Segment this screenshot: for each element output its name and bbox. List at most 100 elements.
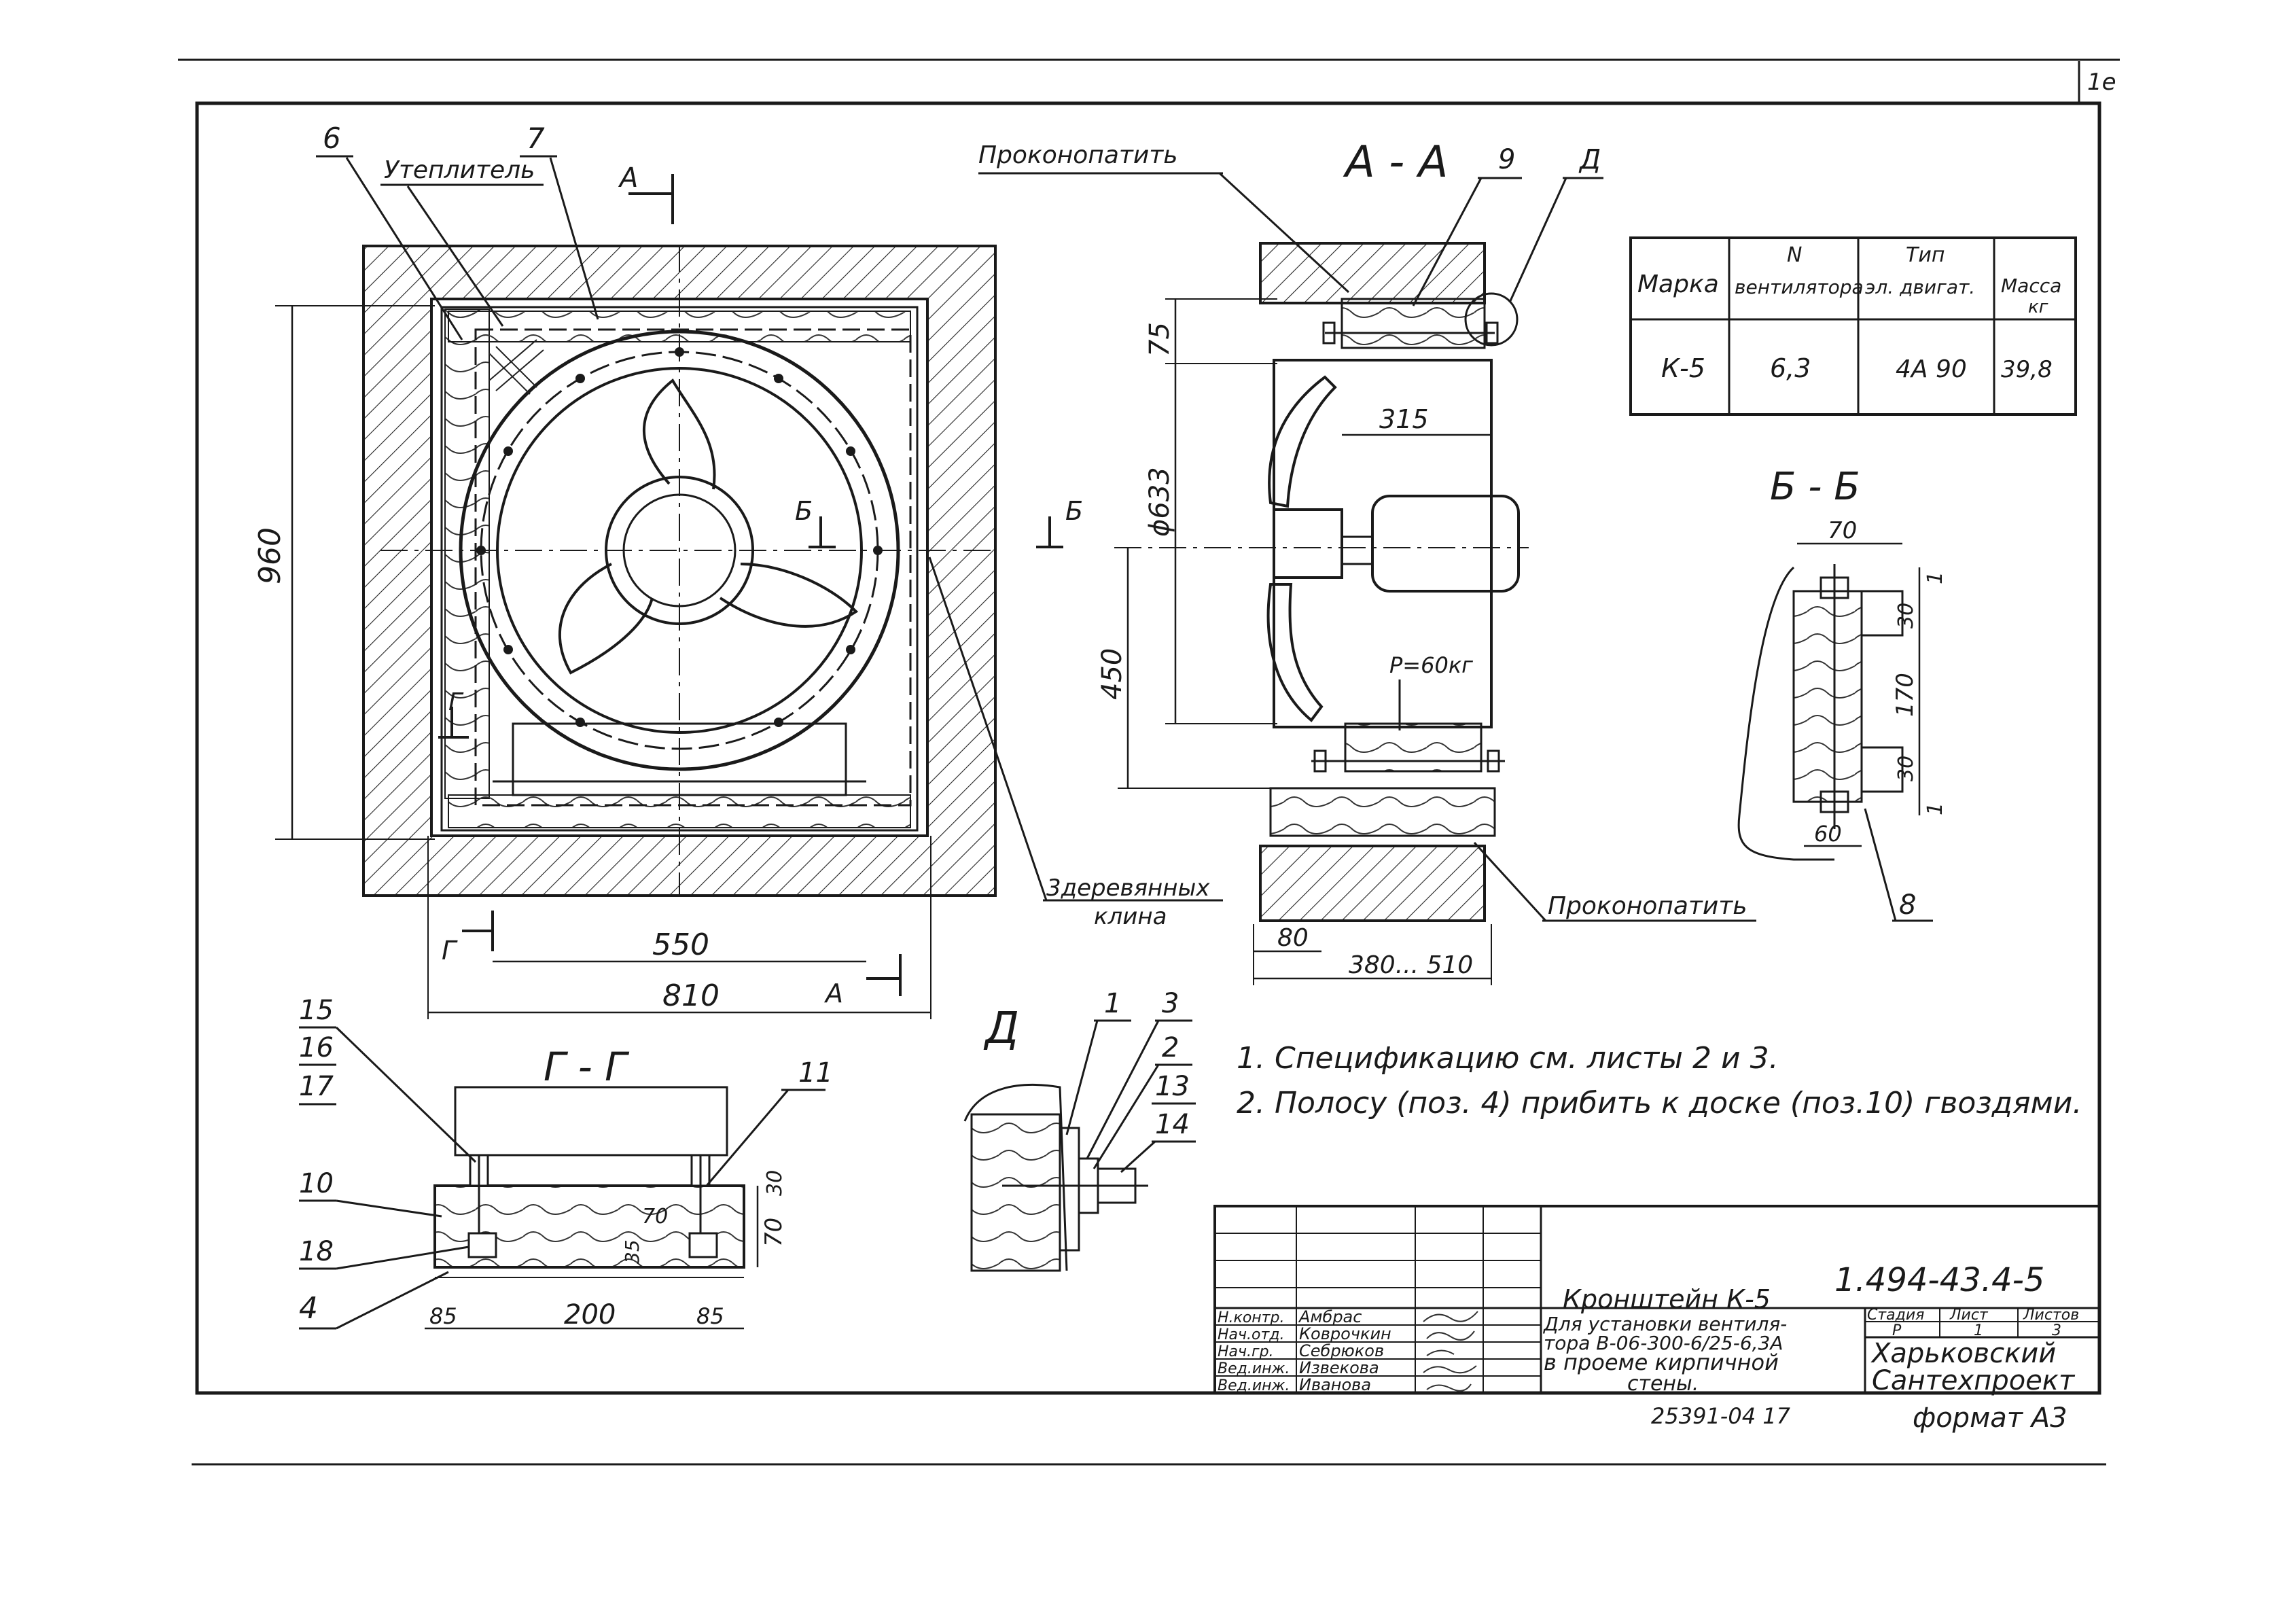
signatures [1423, 1311, 1478, 1392]
notes: 1. Спецификацию см. листы 2 и 3. 2. Поло… [1237, 1041, 2082, 1120]
section-aa-title: А - А [1343, 137, 1448, 188]
pos-6-label: 6 [323, 122, 341, 155]
wooden-wedges-label-1: 3деревянных [1046, 875, 1210, 902]
pos-7-label: 7 [527, 122, 545, 155]
cut-a-label: А [618, 162, 638, 194]
dim-gg-35: 35 [621, 1239, 643, 1264]
name-2: Коврочкин [1299, 1324, 1391, 1343]
dim-75: 75 [1144, 322, 1175, 357]
dim-bb-70: 70 [1828, 517, 1857, 544]
doc-code: 1.494-43.4-5 [1834, 1261, 2044, 1299]
table-header-mass: Масса [2001, 275, 2061, 297]
pos-15-label: 15 [299, 995, 334, 1026]
title-line-1: Кронштейн К-5 [1563, 1284, 1771, 1314]
dim-633: ϕ633 [1144, 467, 1175, 537]
node-d-label: Д [1578, 144, 1601, 175]
section-gg: Г - Г 30 70 70 35 85 200 85 15 16 17 10 … [299, 995, 833, 1330]
sheets-value: 3 [2052, 1322, 2061, 1339]
detail-d: Д 1 3 2 13 14 [963, 988, 1196, 1272]
title-line-5: стены. [1627, 1372, 1699, 1396]
insulation-label: Утеплитель [384, 156, 535, 184]
section-bb-title: Б - Б [1770, 465, 1860, 509]
dim-gg-85-right: 85 [696, 1303, 724, 1329]
caulk-top-label: Проконопатить [978, 141, 1177, 169]
dim-960: 960 [253, 527, 287, 584]
title-line-4: в проеме кирпичной [1544, 1349, 1779, 1375]
pos-18-label: 18 [299, 1236, 334, 1267]
table-cell-motor: 4А 90 [1896, 355, 1967, 383]
title-line-3: тора В-06-300-6/25-6,3А [1544, 1332, 1783, 1354]
dim-550: 550 [652, 928, 709, 962]
sheets-header: Листов [2023, 1307, 2079, 1324]
note-1: 1. Спецификацию см. листы 2 и 3. [1237, 1041, 1779, 1076]
detail-pos-13: 13 [1155, 1071, 1190, 1102]
dim-380-510: 380... 510 [1349, 951, 1473, 979]
sheet-value: 1 [1974, 1322, 1983, 1339]
load-label: P=60кг [1389, 652, 1473, 678]
spec-table: Марка N вентилятора Тип эл. двигат. Масс… [1629, 236, 2077, 416]
table-header-motor-type: Тип [1906, 243, 1945, 267]
role-2: Нач.отд. [1218, 1326, 1285, 1343]
dim-gg-70-side: 70 [760, 1218, 787, 1247]
sheet-format: формат А3 [1913, 1402, 2067, 1434]
dim-bb-1-bottom: 1 [1923, 802, 1947, 815]
dim-bb-170: 170 [1892, 673, 1919, 717]
dim-810: 810 [662, 978, 720, 1013]
pos-4-label: 4 [299, 1291, 318, 1326]
sheet-frame: 1е [178, 58, 2120, 1466]
dim-gg-30: 30 [763, 1170, 787, 1196]
org-line-1: Харьковский [1870, 1338, 2056, 1369]
dim-315: 315 [1379, 404, 1429, 434]
dim-bb-30-top: 30 [1894, 603, 1918, 629]
dim-gg-200: 200 [564, 1299, 616, 1330]
sheet-header: Лист [1949, 1307, 1989, 1324]
dim-bb-60: 60 [1814, 821, 1842, 847]
pos-11-label: 11 [798, 1057, 833, 1089]
title-block: 1.494-43.4-5 Н.контр. Нач.отд. Нач.гр. В… [1213, 1205, 2101, 1396]
cut-b-right-label: Б [1065, 496, 1083, 526]
role-1: Н.контр. [1218, 1309, 1284, 1326]
dim-bb-30-bottom: 30 [1894, 756, 1918, 781]
table-cell-mark: К-5 [1661, 353, 1705, 383]
wooden-wedges-label-2: клина [1094, 903, 1167, 930]
section-aa: А - А Проконопатить 9 Д [978, 137, 1756, 985]
section-bb: Б - Б 70 1 30 170 30 1 60 8 [1737, 465, 1947, 922]
pos-17-label: 17 [299, 1071, 334, 1102]
name-3: Себрюков [1299, 1341, 1384, 1360]
detail-d-title: Д [983, 1004, 1019, 1054]
stage-header: Стадия [1867, 1307, 1924, 1324]
section-gg-title: Г - Г [544, 1044, 630, 1090]
dim-gg-70-inner: 70 [642, 1205, 668, 1229]
front-view: А А Г Г Б Б 6 Утеплитель 7 3деревянных к… [253, 122, 1223, 1019]
dim-gg-85-left: 85 [429, 1303, 457, 1329]
pos-10-label: 10 [299, 1168, 334, 1199]
detail-pos-3: 3 [1162, 988, 1179, 1019]
detail-pos-2: 2 [1162, 1032, 1179, 1063]
role-5: Вед.инж. [1218, 1377, 1290, 1394]
detail-pos-14: 14 [1155, 1109, 1190, 1140]
pos-9-label: 9 [1498, 144, 1515, 175]
detail-pos-1: 1 [1104, 988, 1121, 1019]
table-cell-mass: 39,8 [2001, 356, 2053, 383]
role-3: Нач.гр. [1218, 1343, 1274, 1360]
note-2: 2. Полосу (поз. 4) прибить к доске (поз.… [1237, 1086, 2082, 1120]
cut-g-left-label: Г [448, 688, 464, 716]
table-header-mark: Марка [1637, 270, 1719, 298]
stage-value: Р [1892, 1322, 1902, 1339]
pos-8-label: 8 [1899, 889, 1916, 921]
pos-16-label: 16 [299, 1032, 334, 1063]
table-header-fan: вентилятора [1735, 276, 1864, 298]
cut-a-bottom-label: А [823, 978, 843, 1008]
footer-code: 25391-04 17 [1651, 1403, 1791, 1429]
table-header-kg: кг [2028, 297, 2048, 317]
title-line-2: Для установки вентиля- [1542, 1313, 1787, 1335]
table-header-motor: эл. двигат. [1865, 276, 1975, 298]
role-4: Вед.инж. [1218, 1360, 1290, 1377]
dim-80: 80 [1277, 924, 1309, 952]
cut-g-label: Г [442, 936, 458, 966]
name-4: Извекова [1299, 1358, 1379, 1377]
table-header-fan-n: N [1787, 243, 1802, 267]
caulk-bottom-label: Проконопатить [1548, 892, 1747, 920]
table-cell-fan: 6,3 [1770, 353, 1811, 383]
